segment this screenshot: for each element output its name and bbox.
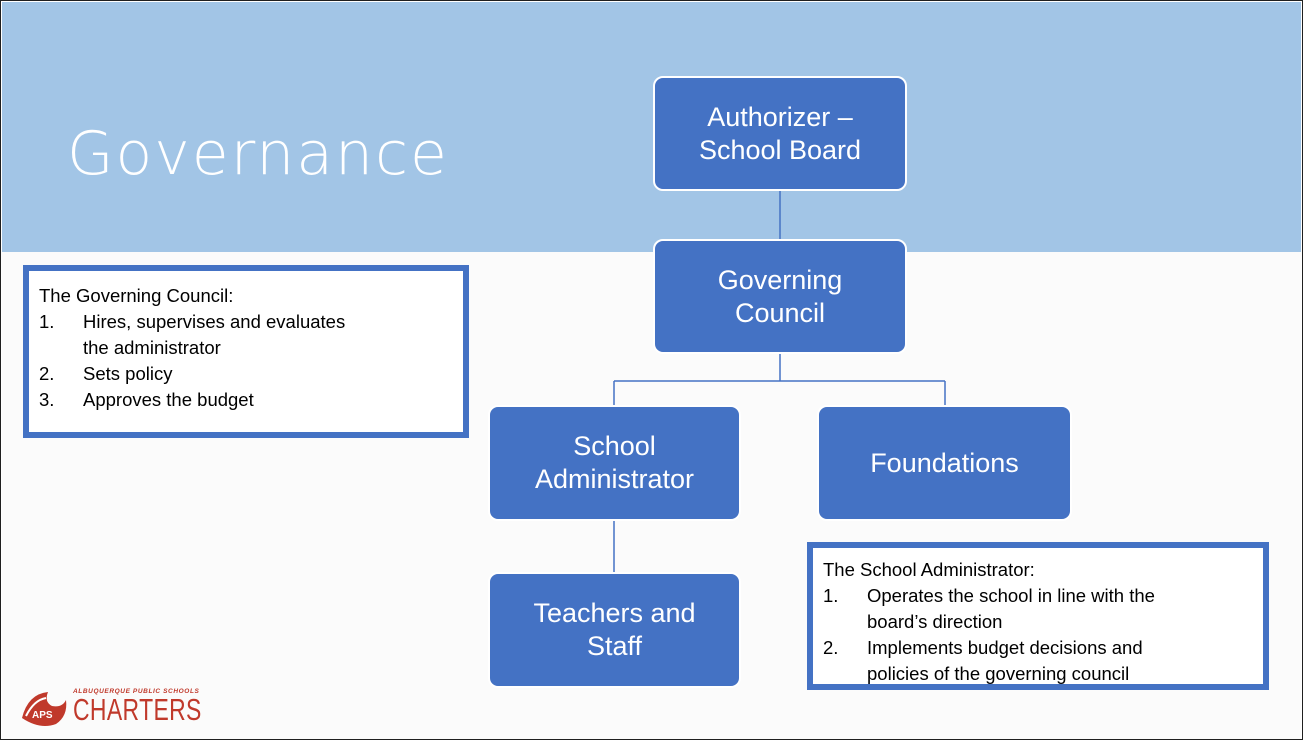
callout-heading: The Governing Council:: [39, 285, 234, 306]
list-number: 1.: [823, 585, 839, 606]
node-foundations: Foundations: [817, 405, 1072, 521]
node-line: School Board: [698, 134, 862, 165]
node-line: Governing: [717, 264, 843, 295]
list-number: 3.: [39, 389, 55, 410]
callout-heading: The School Administrator:: [823, 559, 1035, 580]
list-text: the administrator: [83, 337, 221, 358]
list-item: 3. Approves the budget: [39, 387, 453, 413]
node-teachers-and-staff: Teachers and Staff: [488, 572, 741, 688]
list-text: board’s direction: [867, 611, 1003, 632]
logo-big-text: CHARTERS: [73, 692, 202, 727]
node-line: Authorizer –: [707, 101, 853, 132]
list-number: 1.: [39, 311, 55, 332]
callout-list: 1. Hires, supervises and evaluates the a…: [39, 309, 453, 413]
node-line: Council: [734, 297, 826, 328]
node-authorizer-school-board: Authorizer – School Board: [653, 76, 907, 191]
list-number: 2.: [39, 363, 55, 384]
node-line: Staff: [586, 631, 643, 661]
logo-mark-text: APS: [32, 710, 53, 721]
list-item: 1. Hires, supervises and evaluates the a…: [39, 309, 453, 361]
list-number: 2.: [823, 637, 839, 658]
aps-logo-mark-icon: APS: [22, 692, 67, 726]
logo-small-text: ALBUQUERQUE PUBLIC SCHOOLS: [73, 688, 200, 695]
slide-title: Governance: [67, 119, 449, 189]
node-line: Foundations: [870, 447, 1019, 478]
list-item: 2. Implements budget decisions and polic…: [823, 635, 1253, 687]
node-line: Administrator: [534, 464, 695, 494]
list-text: Approves the budget: [83, 389, 254, 410]
node-school-administrator: School Administrator: [488, 405, 741, 521]
list-item: 2. Sets policy: [39, 361, 453, 387]
node-line: School: [573, 431, 656, 461]
governing-council-callout: The Governing Council: 1. Hires, supervi…: [23, 265, 469, 438]
list-text: Implements budget decisions and: [867, 637, 1143, 658]
list-item: 1. Operates the school in line with the …: [823, 583, 1253, 635]
node-line: Teachers and: [533, 598, 696, 628]
list-text: Hires, supervises and evaluates: [83, 311, 346, 332]
callout-list: 1. Operates the school in line with the …: [823, 583, 1253, 687]
header-band: [2, 2, 1301, 252]
node-governing-council: Governing Council: [653, 239, 907, 354]
list-text: Sets policy: [83, 363, 173, 384]
list-text: policies of the governing council: [867, 663, 1130, 684]
school-administrator-callout: The School Administrator: 1. Operates th…: [807, 542, 1269, 690]
list-text: Operates the school in line with the: [867, 585, 1155, 606]
